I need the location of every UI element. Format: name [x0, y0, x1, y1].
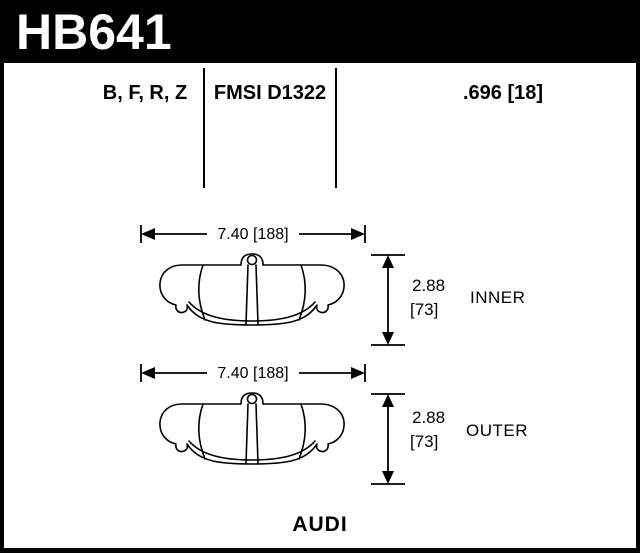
outer-width-dim-text: 7.40 [188]: [217, 365, 288, 382]
outer-height-dimension: [371, 393, 405, 485]
outer-pad-label: OUTER: [466, 421, 528, 440]
pad-thickness: .696 [18]: [462, 82, 544, 104]
brake-pad-drawing-outer: [159, 392, 345, 465]
header-divider-1: [203, 68, 205, 188]
part-number: HB641: [16, 3, 172, 60]
header-divider-2: [335, 68, 337, 188]
inner-width-dim-text: 7.40 [188]: [217, 226, 288, 243]
inner-pad-label: INNER: [470, 288, 526, 307]
brake-pad-drawing-inner: [159, 253, 345, 326]
inner-height-dimension: [371, 254, 405, 346]
outer-width-dimension: 7.40 [188]: [140, 364, 366, 382]
frame-left-edge: [0, 0, 4, 553]
outer-height-dim-mm: [73]: [410, 432, 439, 451]
inner-height-dim-mm: [73]: [410, 300, 439, 319]
compound-codes: B, F, R, Z: [102, 82, 188, 104]
vehicle-make: AUDI: [292, 513, 348, 536]
frame-right-edge: [636, 0, 640, 553]
inner-height-dim-text: 2.88: [412, 276, 446, 295]
outer-height-dim-text: 2.88: [412, 408, 446, 427]
header-bar: HB641: [0, 0, 640, 63]
frame-bottom-edge: [0, 548, 640, 553]
fmsi-number: FMSI D1322: [213, 82, 327, 104]
inner-width-dimension: 7.40 [188]: [140, 225, 366, 243]
